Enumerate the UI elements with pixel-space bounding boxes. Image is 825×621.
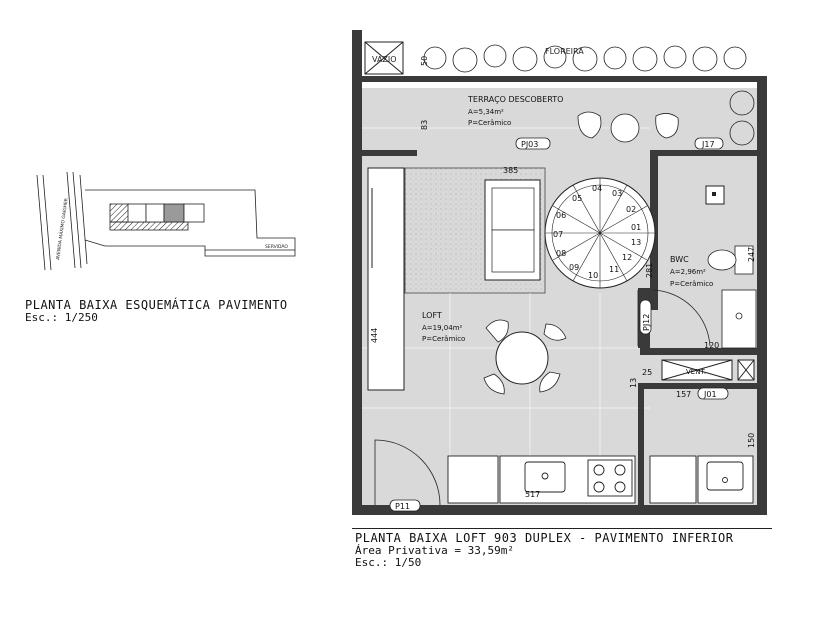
- tag-j17: J17: [701, 140, 715, 149]
- dimension-label: 281: [645, 263, 654, 278]
- key-plan-caption: PLANTA BAIXA ESQUEMÁTICA PAVIMENTO Esc.:…: [25, 298, 288, 324]
- dining-table: [483, 319, 567, 395]
- planter-shrubs: [423, 44, 755, 146]
- room-floor-bwc: P=Cerâmico: [670, 280, 713, 288]
- room-area-bwc: A=2,96m²: [670, 268, 706, 276]
- plan-scale: Esc.: 1/50: [355, 556, 422, 569]
- vazio-label: VAZIO: [372, 55, 397, 64]
- stair-step: 13: [631, 238, 641, 247]
- dimension-label: 25: [642, 368, 652, 377]
- dimension-label: 157: [676, 390, 691, 399]
- room-name-loft: LOFT: [422, 311, 442, 320]
- room-name-bwc: BWC: [670, 255, 689, 264]
- stair-step: 09: [569, 263, 579, 272]
- dimension-label: 385: [503, 166, 518, 175]
- stair-step: 01: [631, 223, 641, 232]
- dimension-label: 247: [747, 247, 756, 262]
- key-plan-drawing: AVENIDA MÁXIMO GAIGHER SERVIDÃO: [36, 171, 296, 271]
- stair-step: 12: [622, 253, 632, 262]
- dimension-label: 83: [420, 120, 429, 130]
- plan-caption: PLANTA BAIXA LOFT 903 DUPLEX - PAVIMENTO…: [355, 531, 734, 569]
- floor-plan-drawing: VAZIO FLOREIRA: [352, 30, 767, 515]
- room-area-loft: A=19,04m²: [422, 324, 463, 332]
- tag-p11: P11: [395, 502, 410, 511]
- key-plan-title: PLANTA BAIXA ESQUEMÁTICA PAVIMENTO: [25, 298, 288, 312]
- dimension-label: 50: [420, 56, 429, 66]
- tag-pj03: PJ03: [521, 140, 538, 149]
- room-area-terrace: A=5,34m²: [468, 108, 504, 116]
- floreira-label: FLOREIRA: [545, 47, 584, 56]
- plan-title: PLANTA BAIXA LOFT 903 DUPLEX - PAVIMENTO…: [355, 531, 734, 545]
- wardrobe: [367, 167, 405, 391]
- stair-step: 08: [556, 249, 566, 258]
- dimension-label: 517: [525, 490, 540, 499]
- tag-pj12: PJ12: [642, 314, 651, 331]
- dimension-label: 120: [704, 341, 719, 350]
- stair-step: 06: [556, 211, 566, 220]
- easement-label: SERVIDÃO: [265, 243, 288, 250]
- tag-j01: J01: [703, 390, 717, 399]
- caption-divider: [352, 528, 772, 529]
- dimension-label: 444: [370, 328, 379, 343]
- spiral-stair: [544, 177, 656, 289]
- dimension-label: 150: [747, 433, 756, 448]
- key-plan-scale: Esc.: 1/250: [25, 311, 98, 324]
- stair-step: 04: [592, 184, 602, 193]
- room-name-terrace: TERRAÇO DESCOBERTO: [467, 95, 563, 104]
- stair-step: 07: [553, 230, 563, 239]
- stair-step: 03: [612, 189, 622, 198]
- stair-step: 11: [609, 265, 619, 274]
- stair-step: 02: [626, 205, 636, 214]
- room-floor-loft: P=Cerâmico: [422, 335, 465, 343]
- dimension-label: 13: [629, 378, 638, 388]
- stair-step: 10: [588, 271, 598, 280]
- plan-area: Área Privativa = 33,59m²: [355, 544, 514, 557]
- stair-step: 05: [572, 194, 582, 203]
- room-floor-terrace: P=Cerâmico: [468, 119, 511, 127]
- vent-label: VENT.: [686, 368, 706, 376]
- street-label: AVENIDA MÁXIMO GAIGHER: [54, 198, 70, 261]
